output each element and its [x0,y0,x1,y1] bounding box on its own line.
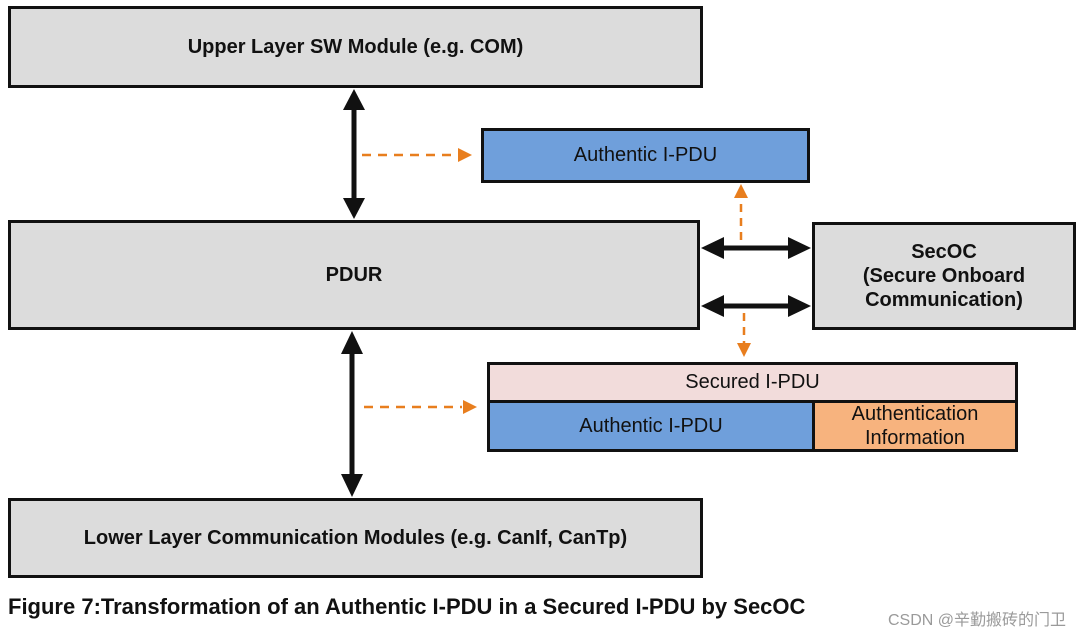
pdur-secoc-double-arrow-bottom [701,295,811,317]
dashed-arrow-up-to-authentic-ipdu [734,184,748,240]
secured-ipdu-group: Secured I-PDU Authentic I-PDU Authentica… [487,362,1018,452]
dashed-arrow-to-authentic-ipdu [362,148,472,162]
authentication-information-line1: Authentication [851,403,979,425]
authentication-information-box: Authentication Information [815,403,1015,449]
dashed-arrow-to-secured-ipdu [364,400,477,414]
secured-authentic-ipdu-label: Authentic I-PDU [579,414,723,437]
upper-pdur-double-arrow [343,89,365,219]
upper-layer-label: Upper Layer SW Module (e.g. COM) [187,35,524,58]
pdur-label: PDUR [325,263,383,286]
secoc-label-line2: (Secure Onboard [862,265,1026,287]
authentic-ipdu-label: Authentic I-PDU [573,144,718,166]
upper-layer-sw-module-box: Upper Layer SW Module (e.g. COM) [8,6,703,88]
secoc-label-line1: SecOC [911,241,977,263]
pdur-secoc-double-arrow-top [701,237,811,259]
secured-ipdu-label: Secured I-PDU [685,371,820,393]
lower-layer-label: Lower Layer Communication Modules (e.g. … [83,526,628,549]
authentication-information-line2: Information [864,427,966,449]
secured-ipdu-header: Secured I-PDU [490,365,1015,403]
secoc-box: SecOC (Secure Onboard Communication) [812,222,1076,330]
secoc-label-line3: Communication) [865,289,1023,311]
authentic-ipdu-box: Authentic I-PDU [481,128,810,183]
figure-caption: Figure 7:Transformation of an Authentic … [8,594,806,619]
secured-authentic-ipdu-box: Authentic I-PDU [490,403,815,449]
dashed-arrow-down-to-secured-ipdu [737,313,751,357]
lower-layer-communication-box: Lower Layer Communication Modules (e.g. … [8,498,703,578]
watermark: CSDN @辛勤搬砖的门卫 [887,612,1066,629]
pdur-box: PDUR [8,220,700,330]
pdur-lower-double-arrow [341,331,363,497]
